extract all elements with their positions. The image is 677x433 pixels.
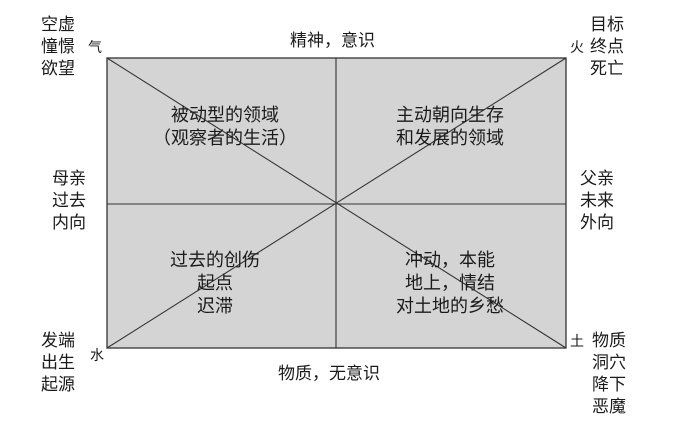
quadrant-line: 和发展的领域: [396, 128, 504, 149]
element-air: 气: [88, 40, 102, 56]
right-side-line: 外向: [580, 213, 614, 233]
top-axis-label: 精神，意识: [290, 31, 375, 51]
corner-line: 降下: [592, 375, 626, 395]
corner-line: 出生: [41, 353, 75, 373]
corner-line: 空虚: [41, 15, 75, 35]
quadrant-bottom-left: 过去的创伤 起点 迟滞: [125, 249, 305, 318]
element-water: 水: [90, 348, 104, 364]
corner-line: 物质: [592, 331, 626, 351]
left-side-line: 过去: [52, 191, 86, 211]
right-side-line: 未来: [580, 191, 614, 211]
quadrant-top-right: 主动朝向生存 和发展的领域: [360, 104, 540, 150]
corner-line: 洞穴: [592, 353, 626, 373]
right-side-line: 父亲: [580, 169, 614, 189]
quadrant-line: 被动型的领域: [171, 105, 279, 126]
left-side-line: 母亲: [52, 169, 86, 189]
corner-line: 憧憬: [41, 37, 75, 57]
quadrant-line: 对土地的乡愁: [396, 296, 504, 317]
element-earth: 土: [570, 334, 584, 350]
corner-label-bottom-right: 物质 洞穴 降下 恶魔: [592, 330, 626, 418]
element-fire: 火: [570, 40, 584, 56]
quadrant-line: 地上，情结: [405, 273, 495, 294]
corner-label-bottom-left: 发端 出生 起源: [41, 330, 75, 396]
corner-line: 恶魔: [592, 397, 626, 417]
quadrant-line: 冲动，本能: [405, 250, 495, 271]
quadrant-line: 主动朝向生存: [396, 105, 504, 126]
quadrant-line: （观察者的生活）: [153, 128, 297, 149]
corner-line: 欲望: [41, 59, 75, 79]
quadrant-bottom-right: 冲动，本能 地上，情结 对土地的乡愁: [350, 249, 550, 318]
bottom-axis-label: 物质，无意识: [278, 364, 380, 384]
quadrant-top-left: 被动型的领域 （观察者的生活）: [135, 104, 315, 150]
quadrant-line: 起点: [197, 273, 233, 294]
quadrant-line: 迟滞: [197, 296, 233, 317]
corner-label-top-left: 空虚 憧憬 欲望: [41, 14, 75, 80]
corner-line: 目标: [590, 15, 624, 35]
left-side-label: 母亲 过去 内向: [52, 168, 86, 234]
corner-label-top-right: 目标 终点 死亡: [590, 14, 624, 80]
corner-line: 终点: [590, 37, 624, 57]
corner-line: 死亡: [590, 59, 624, 79]
quadrant-line: 过去的创伤: [170, 250, 260, 271]
diagonal-line-bl-tr: [106, 57, 567, 349]
corner-line: 起源: [41, 375, 75, 395]
left-side-line: 内向: [52, 213, 86, 233]
corner-line: 发端: [41, 331, 75, 351]
right-side-label: 父亲 未来 外向: [580, 168, 614, 234]
